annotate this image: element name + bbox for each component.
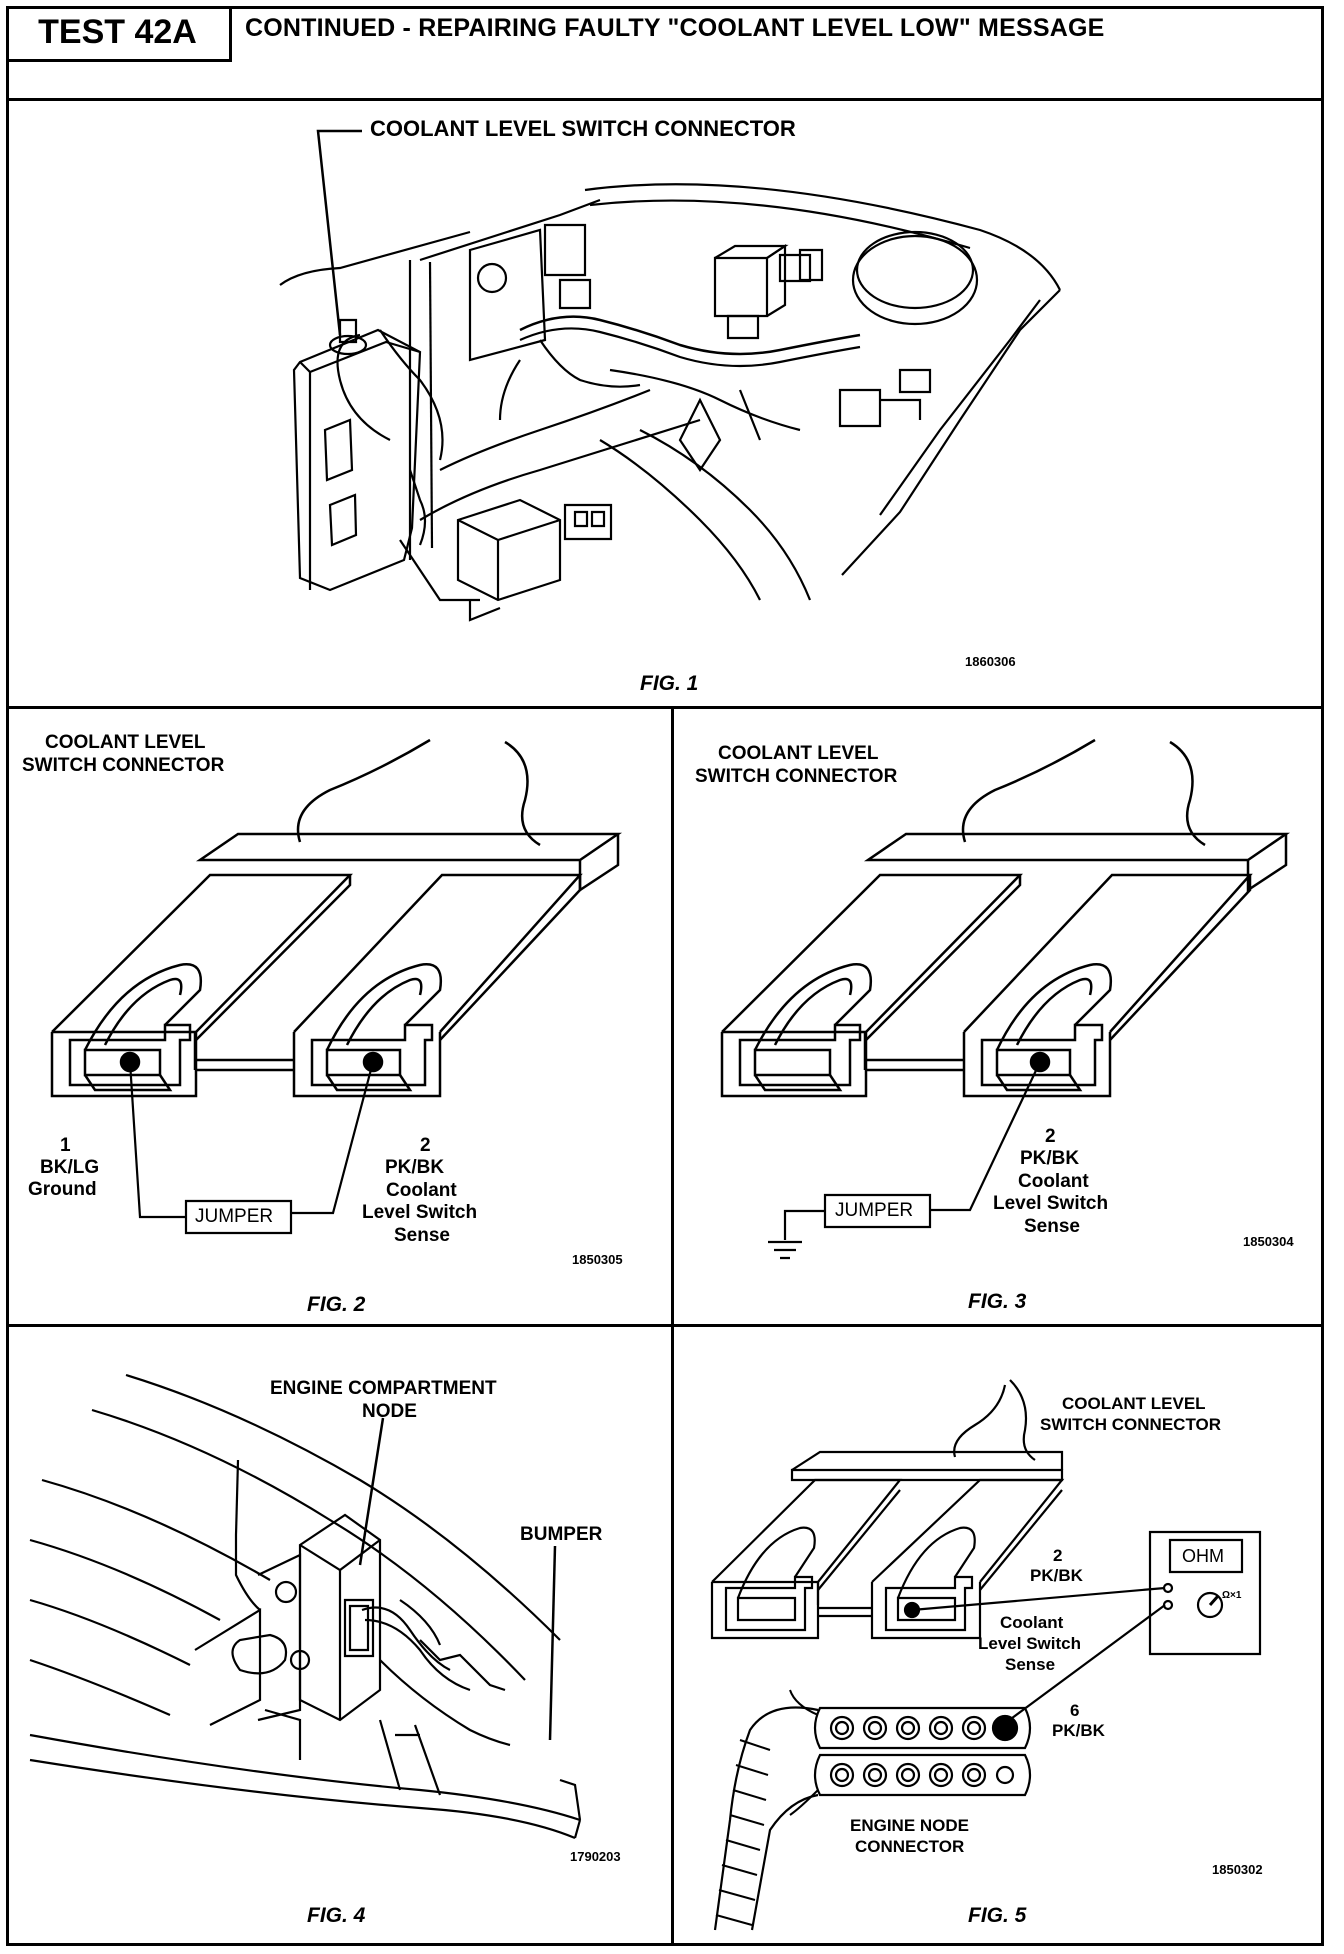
fig5-pin6-color: PK/BK xyxy=(1052,1721,1105,1740)
fig2-pin1-color: BK/LG xyxy=(40,1157,100,1178)
fig5-sense-line3: Sense xyxy=(1005,1655,1056,1674)
fig1-caption: FIG. 1 xyxy=(640,672,699,695)
page-title: CONTINUED - REPAIRING FAULTY "COOLANT LE… xyxy=(245,14,1105,42)
fig5-code: 1850302 xyxy=(1212,1862,1263,1877)
fig1-code: 1860306 xyxy=(965,654,1016,669)
fig3-pin2-number: 2 xyxy=(1045,1126,1056,1147)
fig5-meter-range: Ω×1 xyxy=(1222,1590,1242,1601)
fig3-pin2-desc3: Sense xyxy=(1024,1216,1080,1237)
fig3-pin2-desc1: Coolant xyxy=(1018,1171,1089,1192)
fig2-caption: FIG. 2 xyxy=(307,1293,366,1316)
fig4-code: 1790203 xyxy=(570,1849,621,1864)
fig2-pin1-number: 1 xyxy=(60,1135,71,1156)
fig3-title-line1: COOLANT LEVEL xyxy=(718,743,879,764)
row2-divider xyxy=(6,1324,1324,1327)
fig5-meter-display: OHM xyxy=(1182,1546,1224,1566)
fig3-pin2-color: PK/BK xyxy=(1020,1148,1080,1169)
fig1-callout-label: COOLANT LEVEL SWITCH CONNECTOR xyxy=(370,116,796,141)
fig5-sense-line2: Level Switch xyxy=(978,1634,1081,1653)
fig5-title-line1: COOLANT LEVEL xyxy=(1062,1394,1206,1413)
fig5-title-line2: SWITCH CONNECTOR xyxy=(1040,1415,1222,1434)
fig5-pin6-number: 6 xyxy=(1070,1701,1080,1720)
fig5-caption: FIG. 5 xyxy=(968,1904,1027,1927)
fig2-pin2-color: PK/BK xyxy=(385,1157,445,1178)
page-frame xyxy=(6,6,1324,1946)
fig5-pin2-color: PK/BK xyxy=(1030,1566,1083,1585)
fig3-caption: FIG. 3 xyxy=(968,1290,1027,1313)
fig3-title-line2: SWITCH CONNECTOR xyxy=(695,766,898,787)
fig2-title-line1: COOLANT LEVEL xyxy=(45,732,206,753)
fig3-code: 1850304 xyxy=(1243,1234,1294,1249)
fig2-pin2-desc2: Level Switch xyxy=(362,1202,478,1223)
fig2-pin2-desc3: Sense xyxy=(394,1225,450,1246)
fig4-node-label-line2: NODE xyxy=(362,1401,417,1422)
fig5-node-connector-line2: CONNECTOR xyxy=(855,1837,965,1856)
column-divider xyxy=(671,706,674,1946)
fig2-jumper-label: JUMPER xyxy=(195,1206,274,1227)
fig5-pin2-number: 2 xyxy=(1053,1546,1063,1565)
fig3-pin2-desc2: Level Switch xyxy=(993,1193,1109,1214)
header-divider xyxy=(6,98,1324,101)
fig2-title-line2: SWITCH CONNECTOR xyxy=(22,755,225,776)
fig2-pin2-desc1: Coolant xyxy=(386,1180,457,1201)
fig3-jumper-label: JUMPER xyxy=(835,1200,914,1221)
fig4-node-label-line1: ENGINE COMPARTMENT xyxy=(270,1378,497,1399)
fig2-code: 1850305 xyxy=(572,1252,623,1267)
fig4-bumper-label: BUMPER xyxy=(520,1524,603,1545)
fig5-node-connector-line1: ENGINE NODE xyxy=(850,1816,970,1835)
fig1-divider xyxy=(6,706,1324,709)
test-label: TEST 42A xyxy=(6,6,232,62)
fig2-pin1-function: Ground xyxy=(28,1179,97,1200)
fig5-sense-line1: Coolant xyxy=(1000,1613,1064,1632)
fig2-pin2-number: 2 xyxy=(420,1135,431,1156)
fig4-caption: FIG. 4 xyxy=(307,1904,366,1927)
